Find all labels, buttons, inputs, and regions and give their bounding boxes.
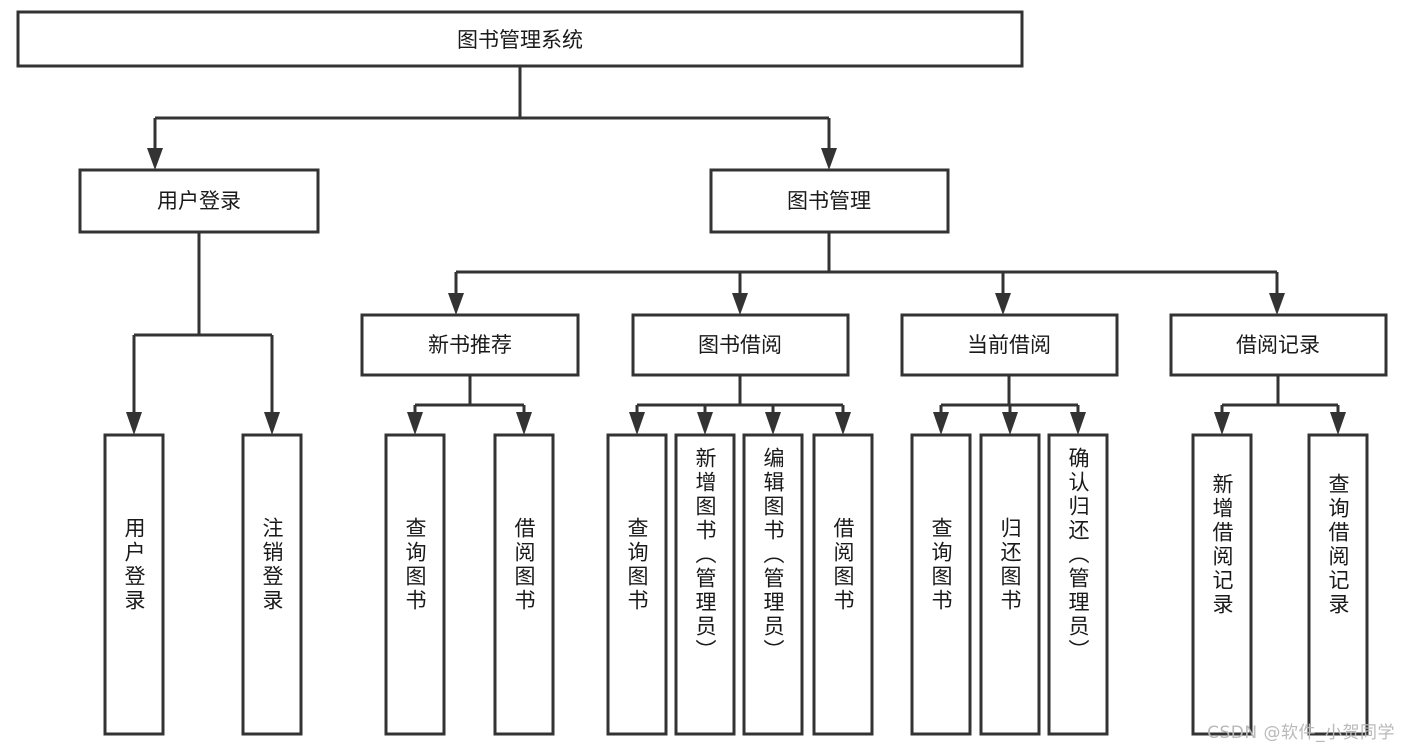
arrow-head-leaf-book-borrow-1 <box>697 412 713 435</box>
arrow-head-leaf-book-borrow-0 <box>629 412 645 435</box>
leaf-box-current-borrow-0[interactable] <box>910 433 972 736</box>
arrow-head-leaf-current-borrow-0 <box>933 412 949 435</box>
node-label-current-borrow: 当前借阅 <box>967 333 1051 357</box>
leaf-box-current-borrow-2[interactable] <box>1047 433 1109 736</box>
node-box-root[interactable] <box>16 10 1024 68</box>
node-box-user-login[interactable] <box>78 168 320 234</box>
node-label-book-management: 图书管理 <box>787 189 871 213</box>
arrow-head-user-login <box>147 148 163 170</box>
arrow-head-leaf-current-borrow-1 <box>1002 412 1018 435</box>
node-label-root: 图书管理系统 <box>457 28 583 52</box>
connector-group-borrow-record <box>1214 375 1346 435</box>
node-box-current-borrow[interactable] <box>900 313 1119 377</box>
node-label-user-login: 用户登录 <box>157 189 241 213</box>
leaf-box-user-login-0[interactable] <box>103 433 165 736</box>
node-box-borrow-record[interactable] <box>1169 313 1388 377</box>
arrow-head-leaf-current-borrow-2 <box>1070 412 1086 435</box>
leaf-box-user-login-1[interactable] <box>241 433 303 736</box>
arrow-head-leaf-new-book-0 <box>407 412 423 435</box>
arrow-head-level3-0 <box>448 293 464 315</box>
connector-group-book-borrow <box>629 375 851 435</box>
arrow-head-level3-2 <box>995 293 1011 315</box>
connector-group-current-borrow <box>933 375 1086 435</box>
connector-group-user-login <box>126 232 280 435</box>
connector-group-root <box>147 66 837 170</box>
leaf-box-new-book-1[interactable] <box>493 433 555 736</box>
arrow-head-leaf-borrow-record-0 <box>1214 412 1230 435</box>
leaf-box-book-borrow-1[interactable] <box>674 433 736 736</box>
leaf-box-book-borrow-2[interactable] <box>742 433 804 736</box>
leaf-box-new-book-0[interactable] <box>384 433 446 736</box>
watermark-text: CSDN @软件_小贺同学 <box>1207 723 1395 743</box>
node-box-book-borrow[interactable] <box>631 313 850 377</box>
node-box-new-book-recommend[interactable] <box>360 313 580 377</box>
node-label-book-borrow: 图书借阅 <box>698 333 782 357</box>
arrow-head-leaf-user-login-1 <box>264 412 280 435</box>
leaf-box-book-borrow-3[interactable] <box>812 433 874 736</box>
connector-group-book-mgmt <box>448 232 1285 315</box>
node-label-borrow-record: 借阅记录 <box>1236 333 1320 357</box>
arrow-head-leaf-borrow-record-1 <box>1330 412 1346 435</box>
leaf-box-current-borrow-1[interactable] <box>979 433 1041 736</box>
arrow-head-level3-1 <box>732 293 748 315</box>
node-label-new-book-recommend: 新书推荐 <box>428 333 512 357</box>
arrow-head-leaf-new-book-1 <box>516 412 532 435</box>
node-box-book-management[interactable] <box>709 168 950 234</box>
arrow-head-leaf-book-borrow-3 <box>835 412 851 435</box>
arrow-head-leaf-book-borrow-2 <box>765 412 781 435</box>
leaf-box-book-borrow-0[interactable] <box>606 433 668 736</box>
connector-group-new-book <box>407 375 532 435</box>
arrow-head-level3-3 <box>1269 293 1285 315</box>
leaf-box-borrow-record-0[interactable] <box>1191 433 1253 736</box>
arrow-head-leaf-user-login-0 <box>126 412 142 435</box>
arrow-head-book-mgmt <box>821 148 837 170</box>
leaf-box-borrow-record-1[interactable] <box>1307 433 1369 736</box>
